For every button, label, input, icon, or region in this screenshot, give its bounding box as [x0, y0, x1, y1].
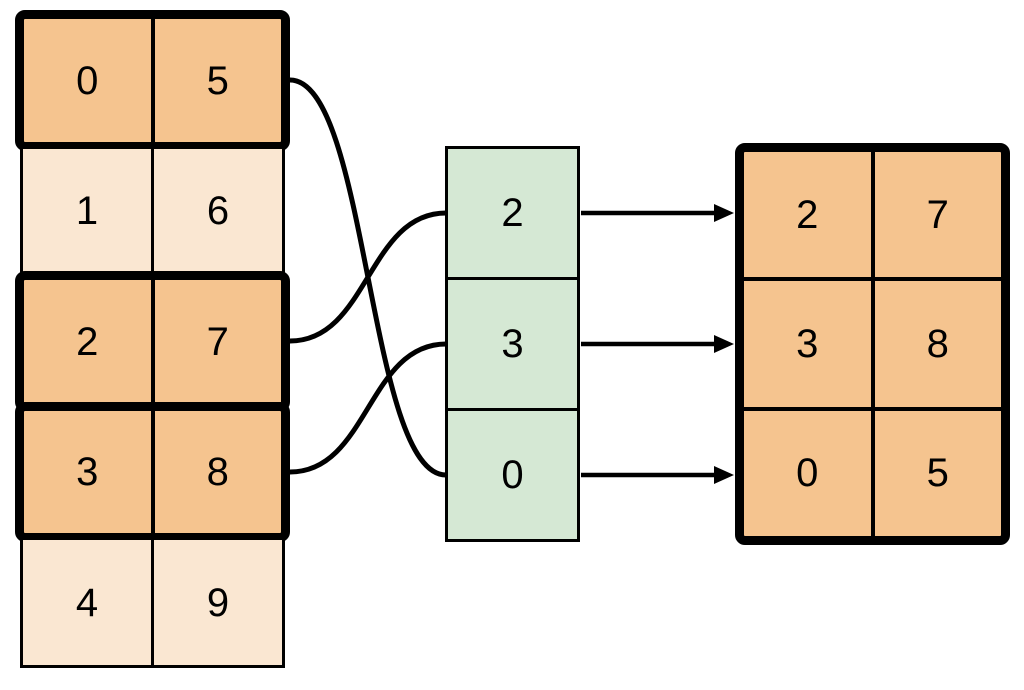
result-cell-1-1: 8 — [874, 281, 1001, 407]
arrowhead-icon — [714, 335, 734, 353]
curve-source-row-0-to-index-0 — [289, 77, 447, 478]
source-cell-1-1: 6 — [206, 189, 230, 233]
column-divider — [151, 149, 154, 273]
source-cell-0-0: 0 — [76, 58, 99, 103]
source-cell-2-0: 2 — [76, 319, 99, 364]
arrowhead-icon — [714, 466, 734, 484]
result-cell-2-0: 0 — [744, 410, 871, 536]
index-cell-2: 0 — [448, 411, 577, 539]
source-row-4: 4 9 — [20, 537, 285, 668]
curve-source-row-2-to-index-2 — [289, 210, 447, 344]
source-row-3: 3 8 — [15, 402, 290, 542]
index-cell-1: 3 — [448, 280, 577, 408]
source-cell-2-1: 7 — [206, 319, 229, 364]
result-cell-0-1: 7 — [874, 152, 1001, 278]
result-table: 2 7 3 8 0 5 — [735, 143, 1010, 545]
source-row-0: 0 5 — [15, 10, 290, 151]
source-row-1: 1 6 — [20, 146, 285, 276]
result-cell-1-0: 3 — [744, 281, 871, 407]
curve-source-row-3-to-index-3 — [289, 341, 447, 475]
source-cell-3-0: 3 — [76, 450, 99, 494]
column-divider — [151, 540, 154, 665]
source-row-2: 2 7 — [15, 271, 290, 412]
result-cell-0-0: 2 — [744, 152, 871, 278]
index-cell-0: 2 — [448, 149, 577, 277]
source-cell-1-0: 1 — [75, 189, 99, 233]
source-cell-4-1: 9 — [206, 580, 230, 625]
arrowhead-icon — [714, 204, 734, 222]
column-divider — [150, 280, 155, 403]
column-divider — [150, 411, 155, 533]
source-cell-4-0: 4 — [75, 580, 99, 625]
source-cell-0-1: 5 — [206, 58, 229, 103]
result-cell-2-1: 5 — [874, 410, 1001, 536]
source-cell-3-1: 8 — [206, 450, 229, 494]
index-array: 2 3 0 — [445, 146, 580, 542]
column-divider — [150, 19, 155, 142]
